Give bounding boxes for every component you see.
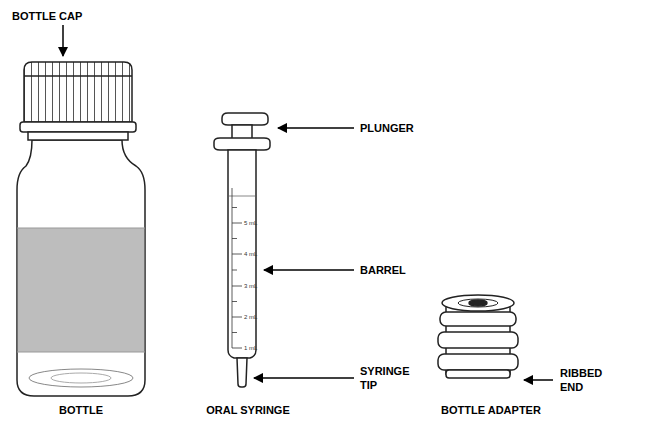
leader-arrows	[63, 25, 553, 380]
syringe-drawing	[214, 113, 270, 387]
scale-mark: 2 mL	[244, 314, 257, 321]
part-name: BARREL	[360, 263, 406, 277]
part-name: RIBBED END	[560, 366, 615, 394]
part-name: PLUNGER	[360, 121, 414, 135]
figure-caption: BOTTLE	[59, 403, 103, 417]
scale-mark: 4 mL	[244, 251, 257, 258]
scale-mark: 3 mL	[244, 283, 257, 290]
adapter-drawing	[438, 295, 518, 378]
part-name: BOTTLE CAP	[12, 9, 82, 23]
part-name: SYRINGE TIP	[360, 364, 422, 392]
scale-mark: 5 mL	[244, 220, 257, 227]
figure-caption: BOTTLE ADAPTER	[441, 403, 541, 417]
syringe-scale	[232, 188, 242, 348]
figure-caption: ORAL SYRINGE	[206, 403, 290, 417]
scale-mark: 1 mL	[244, 345, 257, 352]
bottle-drawing	[17, 62, 145, 396]
